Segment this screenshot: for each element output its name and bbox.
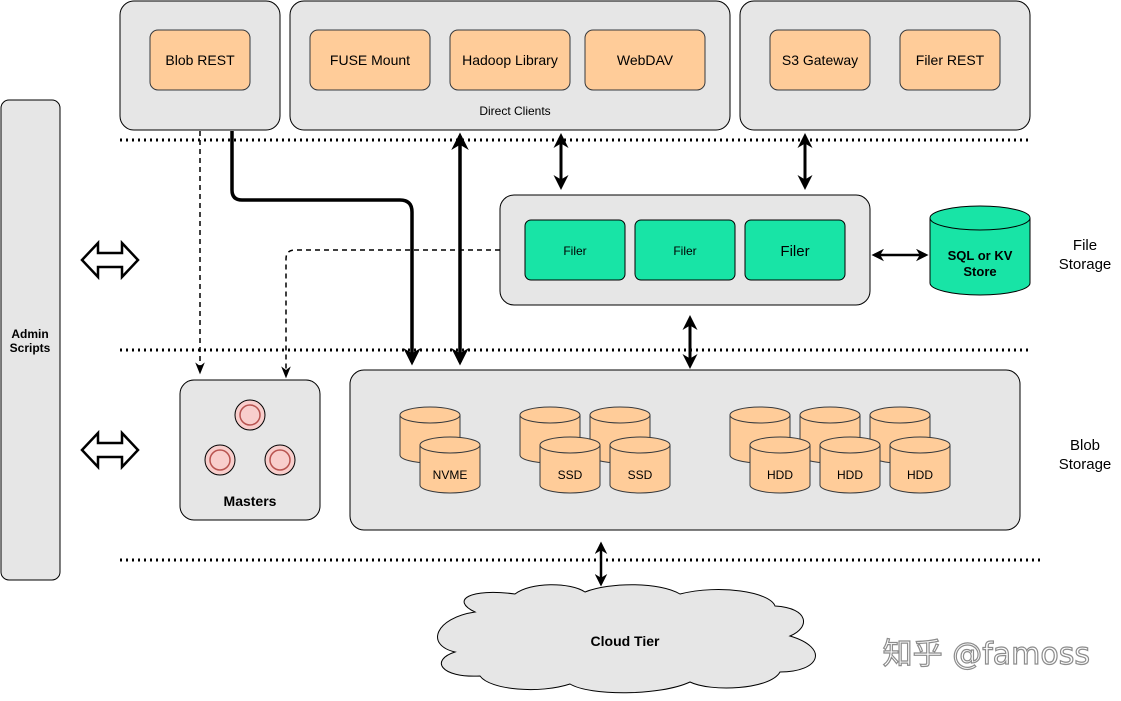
store-label-2: Store — [963, 264, 996, 279]
disk-cylinder — [819, 436, 881, 494]
blob-storage-label-2: Storage — [1059, 456, 1112, 473]
file-storage-label-1: File — [1073, 237, 1097, 254]
filer-box — [524, 219, 626, 281]
filer-label: Filer — [780, 243, 809, 260]
master-node-icon — [264, 444, 296, 476]
webdav-box — [584, 29, 706, 91]
cloud-tier-label: Cloud Tier — [591, 633, 661, 649]
s3-gateway-label: S3 Gateway — [782, 52, 858, 68]
master-node-icon — [234, 399, 266, 431]
disk-cylinder — [889, 436, 951, 494]
nvme-label: NVME — [433, 468, 468, 482]
filer-rest-box — [899, 29, 1001, 91]
connector-line — [230, 131, 421, 366]
masters-label: Masters — [224, 493, 277, 509]
direct-clients-label: Direct Clients — [479, 104, 550, 118]
hadoop-library-label: Hadoop Library — [462, 52, 558, 68]
hdd-label: HDD — [767, 468, 793, 482]
s3-gateway-box — [769, 29, 871, 91]
filer-label: Filer — [563, 244, 586, 258]
ssd-label: SSD — [558, 468, 583, 482]
webdav-label: WebDAV — [617, 52, 674, 68]
disk-cylinder — [609, 436, 671, 494]
dashed-connector — [281, 249, 500, 379]
disk-cylinder — [419, 436, 481, 494]
store-label-1: SQL or KV — [948, 248, 1013, 263]
hdd-label: HDD — [907, 468, 933, 482]
fuse-mount-box — [309, 29, 431, 91]
masters-group — [179, 379, 321, 521]
double-arrow-icon — [80, 239, 140, 281]
ssd-label: SSD — [628, 468, 653, 482]
admin-scripts-label-1: Admin — [11, 327, 48, 341]
blob-rest-box — [149, 29, 251, 91]
filer-box — [634, 219, 736, 281]
blob-storage-label-1: Blob — [1070, 437, 1100, 454]
double-arrow-icon — [80, 429, 140, 471]
disk-cylinder — [749, 436, 811, 494]
admin-scripts-label-2: Scripts — [10, 341, 51, 355]
filer-label: Filer — [673, 244, 696, 258]
hadoop-library-box — [449, 29, 571, 91]
blob-rest-label: Blob REST — [165, 52, 235, 68]
admin-scripts-panel — [0, 99, 61, 581]
disk-cylinder — [539, 436, 601, 494]
hdd-label: HDD — [837, 468, 863, 482]
watermark-text: 知乎 @famoss — [883, 637, 1090, 672]
sql-kv-store-cylinder — [929, 205, 1031, 296]
filer-rest-label: Filer REST — [916, 52, 985, 68]
fuse-mount-label: FUSE Mount — [330, 52, 410, 68]
master-node-icon — [204, 444, 236, 476]
filer-box — [744, 219, 846, 281]
cloud-tier-shape — [437, 584, 816, 694]
file-storage-label-2: Storage — [1059, 256, 1112, 273]
